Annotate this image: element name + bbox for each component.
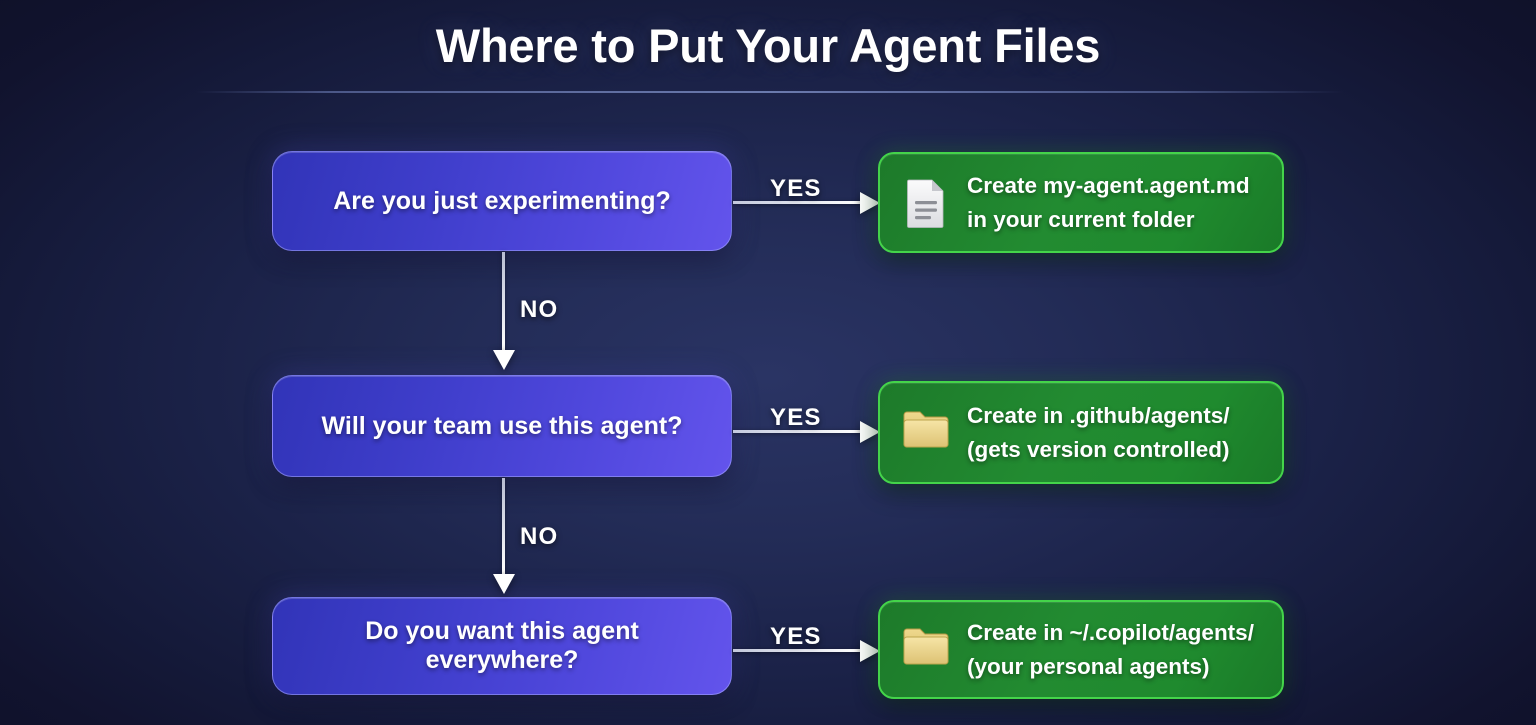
page-title: Where to Put Your Agent Files	[435, 19, 1101, 72]
result-box-github-agents[interactable]: Create in .github/agents/ (gets version …	[878, 381, 1284, 484]
title-divider	[196, 91, 1344, 93]
yes-arrow-1	[733, 190, 880, 216]
yes-arrow-3	[733, 638, 880, 664]
result-line-2: in your current folder	[967, 206, 1195, 232]
arrow-line	[502, 252, 505, 350]
result-line-1: Create my-agent.agent.md	[967, 173, 1250, 199]
result-line-1: Create in .github/agents/	[967, 403, 1230, 429]
decision-label: Are you just experimenting?	[333, 186, 671, 215]
yes-label-3: YES	[770, 623, 822, 650]
arrow-head-icon	[493, 350, 515, 370]
yes-label-1: YES	[770, 175, 822, 202]
arrow-line	[733, 649, 860, 652]
folder-icon	[900, 407, 950, 459]
arrow-head-icon	[860, 640, 880, 662]
result-text: Create in ~/.copilot/agents/ (your perso…	[967, 616, 1254, 682]
decision-box-team-use[interactable]: Will your team use this agent?	[272, 375, 732, 477]
arrow-line	[502, 478, 505, 574]
arrow-head-icon	[493, 574, 515, 594]
arrow-line	[733, 430, 860, 433]
result-text: Create my-agent.agent.md in your current…	[967, 169, 1250, 235]
decision-label: Do you want this agent everywhere?	[365, 617, 639, 674]
folder-icon	[900, 624, 950, 676]
yes-arrow-2	[733, 419, 880, 445]
result-line-1: Create in ~/.copilot/agents/	[967, 620, 1254, 646]
arrow-head-icon	[860, 421, 880, 443]
arrow-line	[733, 201, 860, 204]
result-line-2: (your personal agents)	[967, 653, 1210, 679]
decision-box-everywhere[interactable]: Do you want this agent everywhere?	[272, 597, 732, 695]
no-label-1: NO	[520, 296, 559, 323]
result-line-2: (gets version controlled)	[967, 436, 1230, 462]
no-label-2: NO	[520, 523, 559, 550]
result-box-current-folder[interactable]: Create my-agent.agent.md in your current…	[878, 152, 1284, 253]
decision-box-experimenting[interactable]: Are you just experimenting?	[272, 151, 732, 251]
arrow-head-icon	[860, 192, 880, 214]
no-arrow-2	[493, 478, 515, 594]
no-arrow-1	[493, 252, 515, 370]
yes-label-2: YES	[770, 404, 822, 431]
result-box-copilot-agents[interactable]: Create in ~/.copilot/agents/ (your perso…	[878, 600, 1284, 699]
decision-label: Will your team use this agent?	[321, 411, 683, 440]
document-icon	[900, 177, 950, 229]
result-text: Create in .github/agents/ (gets version …	[967, 399, 1230, 465]
